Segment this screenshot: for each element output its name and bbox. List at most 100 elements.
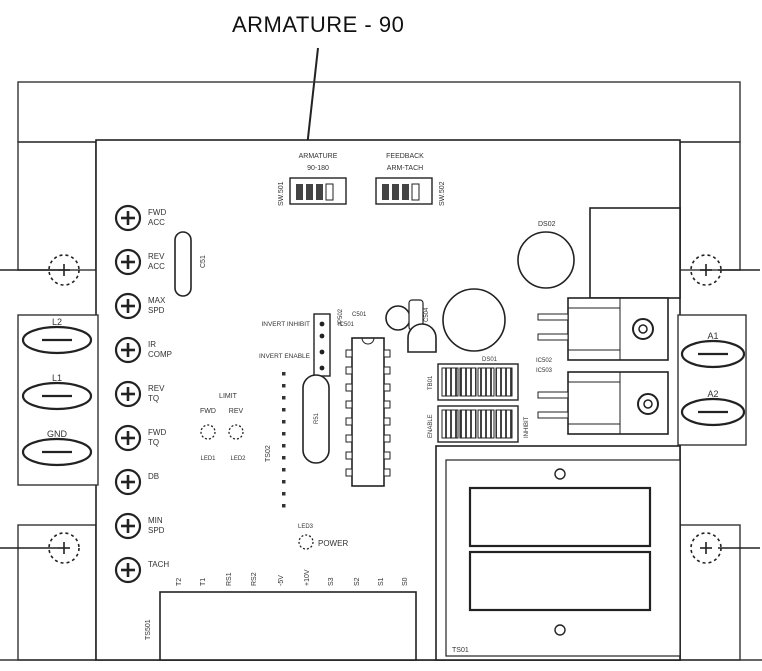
ic-pin: [345, 349, 353, 358]
armature-dip-switch[interactable]: ARMATURE 90-180 SW.501: [278, 153, 347, 206]
ic-pin: [383, 349, 391, 358]
bottom-terminal-label: RS1: [226, 572, 233, 586]
trimpot-label: MAX: [148, 296, 166, 305]
header-pin: [282, 372, 286, 376]
svg-text:LED2: LED2: [230, 456, 246, 462]
right-terminal-panel: [677, 314, 747, 446]
armature-switch-code: SW.501: [278, 181, 285, 206]
header-pin: [282, 504, 286, 508]
ic-pin: [383, 383, 391, 392]
trimpot-column: FWDACCREVACCMAXSPDIRCOMPREVTQFWDTQDBMINS…: [114, 204, 172, 584]
bottom-terminal-label: T2: [176, 578, 183, 586]
svg-text:LED1: LED1: [200, 456, 216, 462]
capacitor-c51: C51: [174, 231, 207, 297]
power-led: LED3 POWER: [298, 524, 348, 550]
capacitor-c501: [385, 305, 411, 331]
header-pin: [282, 468, 286, 472]
svg-text:ENABLE: ENABLE: [428, 414, 434, 438]
trimpot-label: TACH: [148, 560, 169, 569]
armature-terminal-1[interactable]: A2: [680, 389, 746, 427]
transistor-icon: [407, 323, 437, 353]
power-label: POWER: [318, 539, 348, 548]
svg-text:C501: C501: [352, 312, 367, 318]
feedback-switch-title: FEEDBACK: [386, 153, 424, 160]
trimpot-label: COMP: [148, 350, 172, 359]
trimpot-label: DB: [148, 472, 159, 481]
feedback-dip-switch[interactable]: FEEDBACK ARM-TACH SW.502: [375, 153, 446, 206]
svg-text:DS02: DS02: [538, 221, 556, 228]
ic-pin: [345, 434, 353, 443]
capacitor-ds02: DS02: [517, 221, 575, 289]
ic-pin: [345, 383, 353, 392]
bottom-terminal-label: S3: [328, 577, 335, 586]
bottom-terminal-label: -5V: [278, 575, 285, 586]
limit-title: LIMIT: [219, 393, 238, 400]
limit-fwd-led-icon: [200, 424, 216, 440]
svg-text:JP502: JP502: [338, 308, 344, 326]
ic-pin: [383, 366, 391, 375]
trimpot-6[interactable]: DB: [114, 468, 159, 496]
ic-ic501: C501 IC501: [338, 312, 391, 487]
header-pin: [282, 492, 286, 496]
svg-text:DS01: DS01: [482, 357, 498, 363]
header-pin: [282, 444, 286, 448]
svg-text:TS01: TS01: [452, 647, 469, 654]
relay-block-ds01: DS01 TB01 ENABLE INHIBIT: [428, 357, 530, 443]
bottom-terminal-label: +10V: [304, 569, 311, 586]
terminal-label: A2: [707, 389, 718, 399]
trimpot-8[interactable]: TACH: [114, 556, 169, 584]
regulator-ic503: IC503: [536, 368, 669, 435]
header-pin: [282, 420, 286, 424]
limit-rev-led-icon: [228, 424, 244, 440]
feedback-switch-code: SW.502: [439, 181, 446, 206]
armature-callout-label: ARMATURE - 90: [232, 12, 405, 37]
trimpot-label: FWD: [148, 428, 166, 437]
armature-terminal-0[interactable]: A1: [680, 331, 746, 369]
header-pin: [282, 456, 286, 460]
svg-text:REV: REV: [229, 408, 244, 415]
limit-leds: LIMIT FWD REV LED1 LED2: [200, 393, 246, 462]
header-pin: [282, 480, 286, 484]
line-terminal-2[interactable]: GND: [21, 429, 93, 467]
svg-text:INHIBIT: INHIBIT: [524, 416, 530, 438]
header-pin: [282, 384, 286, 388]
armature-switch-sub: 90-180: [307, 165, 329, 172]
ic-pin: [345, 417, 353, 426]
trimpot-label: REV: [148, 384, 165, 393]
svg-text:IC503: IC503: [536, 368, 553, 374]
svg-text:R51: R51: [314, 412, 320, 424]
header-pin: [282, 432, 286, 436]
line-terminal-1[interactable]: L1: [21, 373, 93, 411]
svg-text:IC501: IC501: [338, 322, 355, 328]
armature-switch-title: ARMATURE: [299, 153, 338, 160]
terminal-label: L2: [52, 317, 62, 327]
terminal-label: L1: [52, 373, 62, 383]
header-pin: [282, 408, 286, 412]
header-pin: [282, 396, 286, 400]
svg-text:FWD: FWD: [200, 408, 216, 415]
mount-screw-right-top-icon: [690, 254, 760, 286]
jumper-jp502[interactable]: JP502 INVERT INHIBIT INVERT ENABLE: [259, 308, 344, 377]
ts02-label: TS02: [265, 445, 272, 462]
terminal-label: GND: [47, 429, 68, 439]
line-terminal-0[interactable]: L2: [21, 317, 93, 355]
ic-pin: [383, 434, 391, 443]
bottom-terminal-label: S0: [402, 577, 409, 586]
invert-enable-label: INVERT ENABLE: [259, 353, 311, 360]
ic-pin: [345, 400, 353, 409]
svg-text:LED3: LED3: [298, 524, 314, 530]
trimpot-label: IR: [148, 340, 156, 349]
ic-pin: [383, 468, 391, 477]
trimpot-label: TQ: [148, 394, 159, 403]
